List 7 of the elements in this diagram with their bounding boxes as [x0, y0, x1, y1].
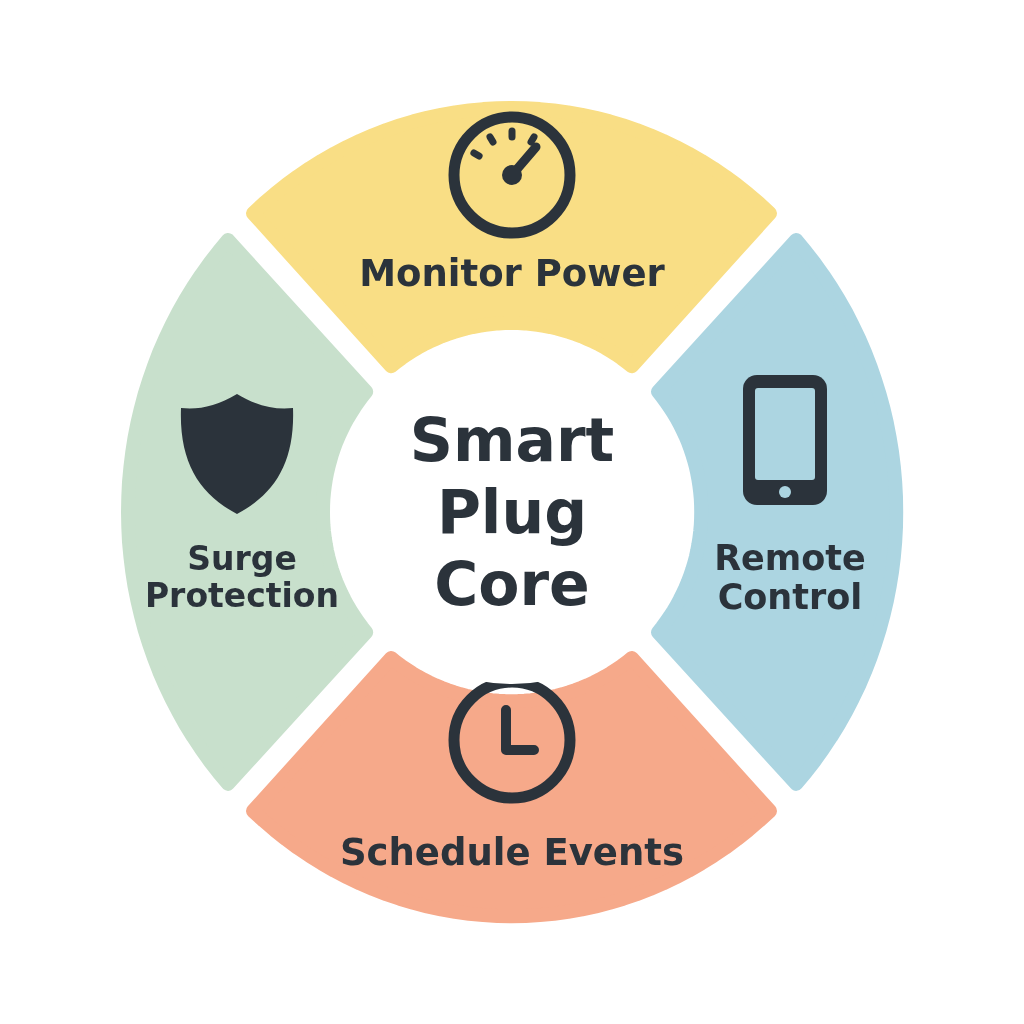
segment-label: Remote Control: [713, 538, 867, 618]
segment-label: Monitor Power: [358, 253, 666, 295]
ring-segment: [246, 650, 778, 923]
core-title: Smart Plug Core: [408, 404, 616, 620]
ring-segment: [246, 101, 778, 374]
segment-label: Schedule Events: [338, 832, 685, 874]
segment-label: Surge Protection: [143, 541, 341, 615]
